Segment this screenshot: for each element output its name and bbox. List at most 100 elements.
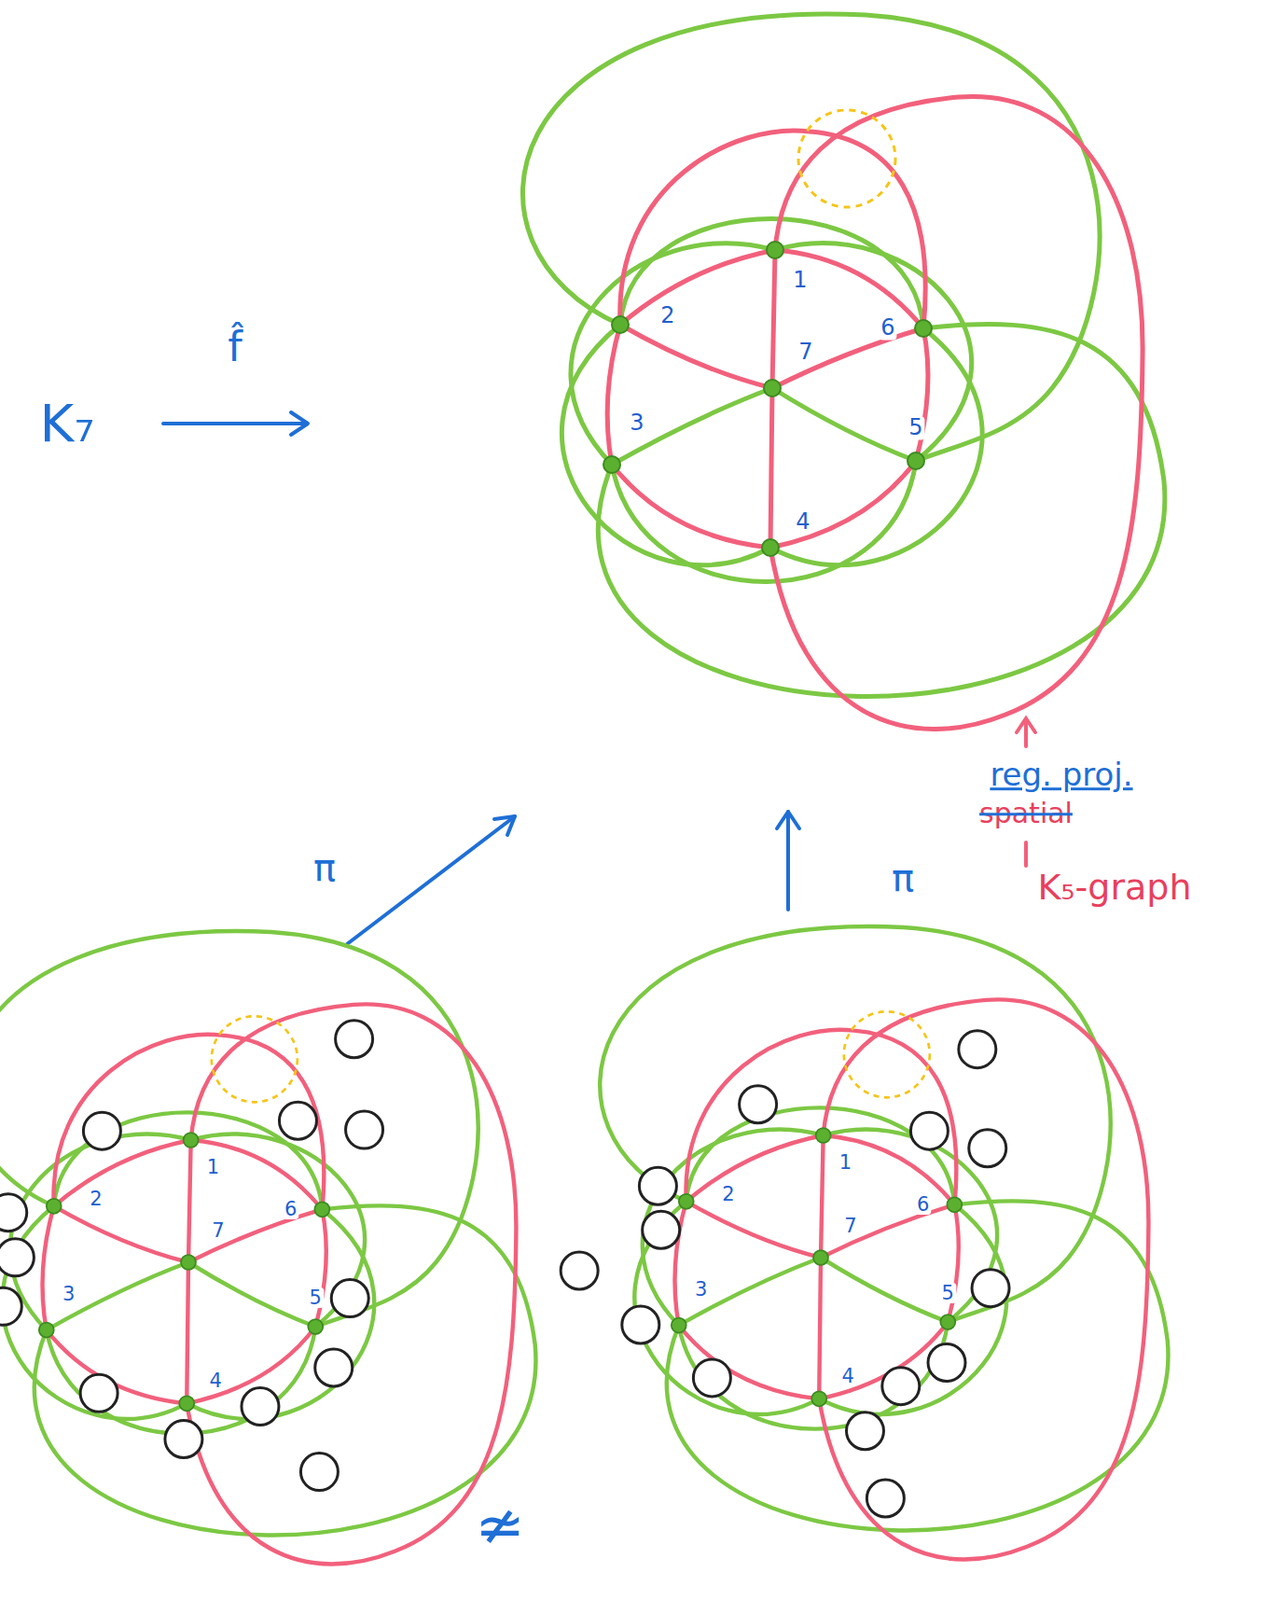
vertex-number: 2 bbox=[720, 1183, 736, 1205]
green-edge bbox=[46, 1326, 317, 1434]
green-edge bbox=[775, 243, 972, 461]
green-edge bbox=[34, 1205, 537, 1535]
vertex-number: 6 bbox=[282, 1198, 299, 1220]
arrow-head bbox=[776, 811, 800, 829]
red-edge bbox=[915, 328, 929, 461]
crossing-circle bbox=[928, 1343, 966, 1381]
red-edge bbox=[42, 1205, 55, 1331]
map-arrow bbox=[786, 811, 790, 910]
vertex-number: 4 bbox=[840, 1365, 857, 1386]
green-edge bbox=[10, 1134, 192, 1331]
map-arrow bbox=[163, 421, 306, 426]
crossing-circle bbox=[315, 1348, 353, 1386]
vertex-number: 2 bbox=[87, 1188, 104, 1209]
green-edge bbox=[820, 1257, 948, 1322]
vertex-dot bbox=[811, 1390, 827, 1406]
pointer-line bbox=[1024, 842, 1028, 866]
crossing-circle bbox=[638, 1166, 677, 1205]
relation-symbol: ≄ bbox=[474, 1494, 526, 1557]
vertex-number: 5 bbox=[906, 415, 925, 440]
red-edge bbox=[772, 249, 776, 388]
vertex-dot bbox=[611, 316, 629, 333]
dashed-circle bbox=[798, 110, 896, 208]
red-edge bbox=[607, 324, 621, 465]
red-edge bbox=[188, 1139, 192, 1262]
vertex-number: 7 bbox=[209, 1219, 226, 1241]
vertex-dot bbox=[940, 1314, 956, 1330]
vertex-dot bbox=[180, 1254, 196, 1270]
crossing-circle bbox=[910, 1111, 948, 1150]
green-edge bbox=[772, 388, 916, 461]
vertex-dot bbox=[907, 452, 925, 470]
crossing-circle bbox=[83, 1111, 121, 1150]
green-edge bbox=[561, 324, 771, 566]
crossing-circle bbox=[845, 1412, 884, 1450]
crossing-circle bbox=[0, 1193, 28, 1232]
vertex-dot bbox=[603, 456, 621, 473]
crossing-circle bbox=[300, 1453, 338, 1491]
green-edge bbox=[186, 1208, 375, 1418]
crossing-circle bbox=[642, 1210, 680, 1248]
vertex-number: 5 bbox=[307, 1287, 324, 1308]
crossing-circle bbox=[0, 1287, 22, 1325]
graph-drawing bbox=[522, 13, 1164, 730]
vertex-number: 6 bbox=[914, 1193, 931, 1215]
red-edge bbox=[686, 1029, 957, 1206]
vertex-dot bbox=[179, 1395, 194, 1411]
red-edge bbox=[820, 1135, 824, 1258]
green-edge bbox=[0, 930, 479, 1327]
map-arrows bbox=[163, 412, 800, 944]
red-edge bbox=[772, 328, 924, 388]
red-edge bbox=[186, 1003, 516, 1564]
vertex-dot bbox=[39, 1322, 55, 1338]
crossing-circle bbox=[969, 1129, 1007, 1167]
red-edge bbox=[620, 249, 776, 325]
red-edge bbox=[775, 249, 924, 329]
vertex-number: 4 bbox=[207, 1370, 224, 1391]
crossing-circle bbox=[80, 1373, 118, 1412]
crossing-circle bbox=[0, 1238, 34, 1276]
crossing-circle bbox=[958, 1030, 997, 1068]
green-edge bbox=[679, 1257, 821, 1326]
pointer-arrow bbox=[1016, 718, 1036, 866]
green-edge bbox=[597, 323, 1165, 696]
arrow-head bbox=[494, 816, 515, 835]
green-edge bbox=[46, 1261, 189, 1331]
arrow-head bbox=[1016, 718, 1036, 733]
vertex-dot bbox=[766, 241, 784, 259]
crossing-circle bbox=[278, 1101, 317, 1139]
red-edge bbox=[818, 998, 1149, 1559]
crossing-circle bbox=[882, 1367, 920, 1405]
red-edge bbox=[818, 1257, 821, 1399]
vertex-dot bbox=[763, 379, 781, 397]
vertex-number: 1 bbox=[205, 1156, 222, 1178]
crossing-circle bbox=[692, 1358, 731, 1397]
graph-name: K₇ bbox=[39, 396, 95, 452]
red-edge bbox=[770, 96, 1143, 729]
dashed-circle bbox=[211, 1015, 298, 1102]
vertex-number: 3 bbox=[60, 1283, 77, 1304]
red-edge bbox=[947, 1204, 958, 1322]
vertex-dot bbox=[816, 1127, 832, 1143]
map-name: π bbox=[313, 847, 336, 887]
crossing-circle bbox=[331, 1279, 369, 1317]
vertex-dot bbox=[314, 1201, 330, 1217]
red-edge bbox=[620, 324, 773, 388]
green-edge bbox=[570, 243, 776, 465]
red-edge bbox=[770, 388, 773, 548]
green-edge bbox=[1, 1205, 187, 1419]
vertex-number: 2 bbox=[658, 304, 677, 328]
vertex-dot bbox=[679, 1193, 694, 1209]
arrow-head bbox=[291, 412, 308, 435]
vertex-dot bbox=[813, 1249, 829, 1265]
vertex-number: 6 bbox=[878, 316, 897, 340]
crossing-circle bbox=[335, 1020, 374, 1058]
vertex-dot bbox=[914, 319, 932, 337]
red-edge bbox=[770, 460, 916, 548]
map-name: π bbox=[891, 858, 915, 898]
map-arrow bbox=[346, 816, 515, 944]
vertex-number: 3 bbox=[692, 1278, 709, 1300]
red-edge bbox=[686, 1135, 824, 1202]
graph-drawing bbox=[0, 930, 536, 1564]
